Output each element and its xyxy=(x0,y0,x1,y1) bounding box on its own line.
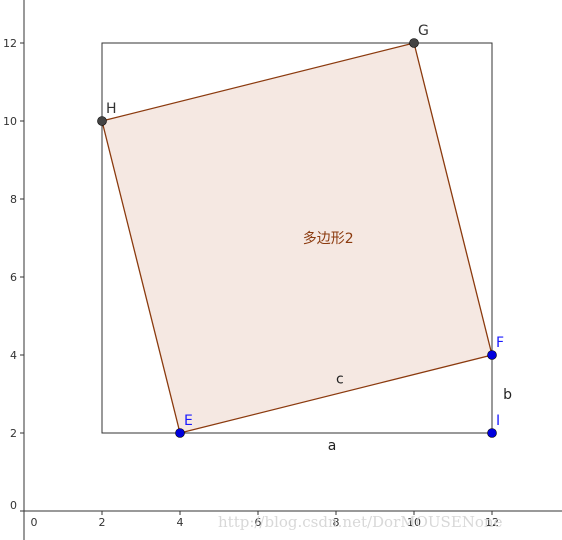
y-tick-label: 4 xyxy=(10,349,17,362)
x-tick-labels: 0 2 4 6 8 10 12 xyxy=(31,516,500,529)
point-label-g: G xyxy=(418,23,429,39)
x-tick-label: 2 xyxy=(99,516,106,529)
x-tick-label: 8 xyxy=(333,516,340,529)
point-label-h: H xyxy=(106,101,117,117)
y-tick-labels: 0 2 4 6 8 10 12 xyxy=(3,37,17,512)
polygon-label: 多边形2 xyxy=(303,230,354,247)
point-label-i: I xyxy=(496,413,500,429)
point-i[interactable] xyxy=(487,428,497,438)
outer-square xyxy=(101,42,493,434)
segment-c-label: c xyxy=(336,371,344,387)
y-tick-label: 12 xyxy=(3,37,17,50)
y-tick-label: 8 xyxy=(10,193,17,206)
x-tick-label: 0 xyxy=(31,516,38,529)
segment-a-label: a xyxy=(328,438,337,454)
point-label-e: E xyxy=(184,413,193,429)
point-e[interactable] xyxy=(175,428,185,438)
polygon-efgh[interactable] xyxy=(101,42,493,434)
points: E F G H I xyxy=(97,23,504,438)
point-h[interactable] xyxy=(97,116,107,126)
point-g[interactable] xyxy=(409,38,419,48)
x-tick-label: 6 xyxy=(255,516,262,529)
segment-b-label: b xyxy=(503,387,512,403)
x-tick-label: 12 xyxy=(485,516,499,529)
x-tick-label: 4 xyxy=(177,516,184,529)
watermark-text: http://blog.csdn.net/DorMOUSENone xyxy=(218,513,503,531)
x-tick-label: 10 xyxy=(407,516,421,529)
x-tick-marks xyxy=(23,511,493,515)
point-f[interactable] xyxy=(487,350,497,360)
y-tick-label: 0 xyxy=(10,499,17,512)
y-tick-label: 10 xyxy=(3,115,17,128)
y-tick-label: 2 xyxy=(10,427,17,440)
y-tick-marks xyxy=(20,42,24,512)
point-label-f: F xyxy=(496,335,504,351)
y-tick-label: 6 xyxy=(10,271,17,284)
